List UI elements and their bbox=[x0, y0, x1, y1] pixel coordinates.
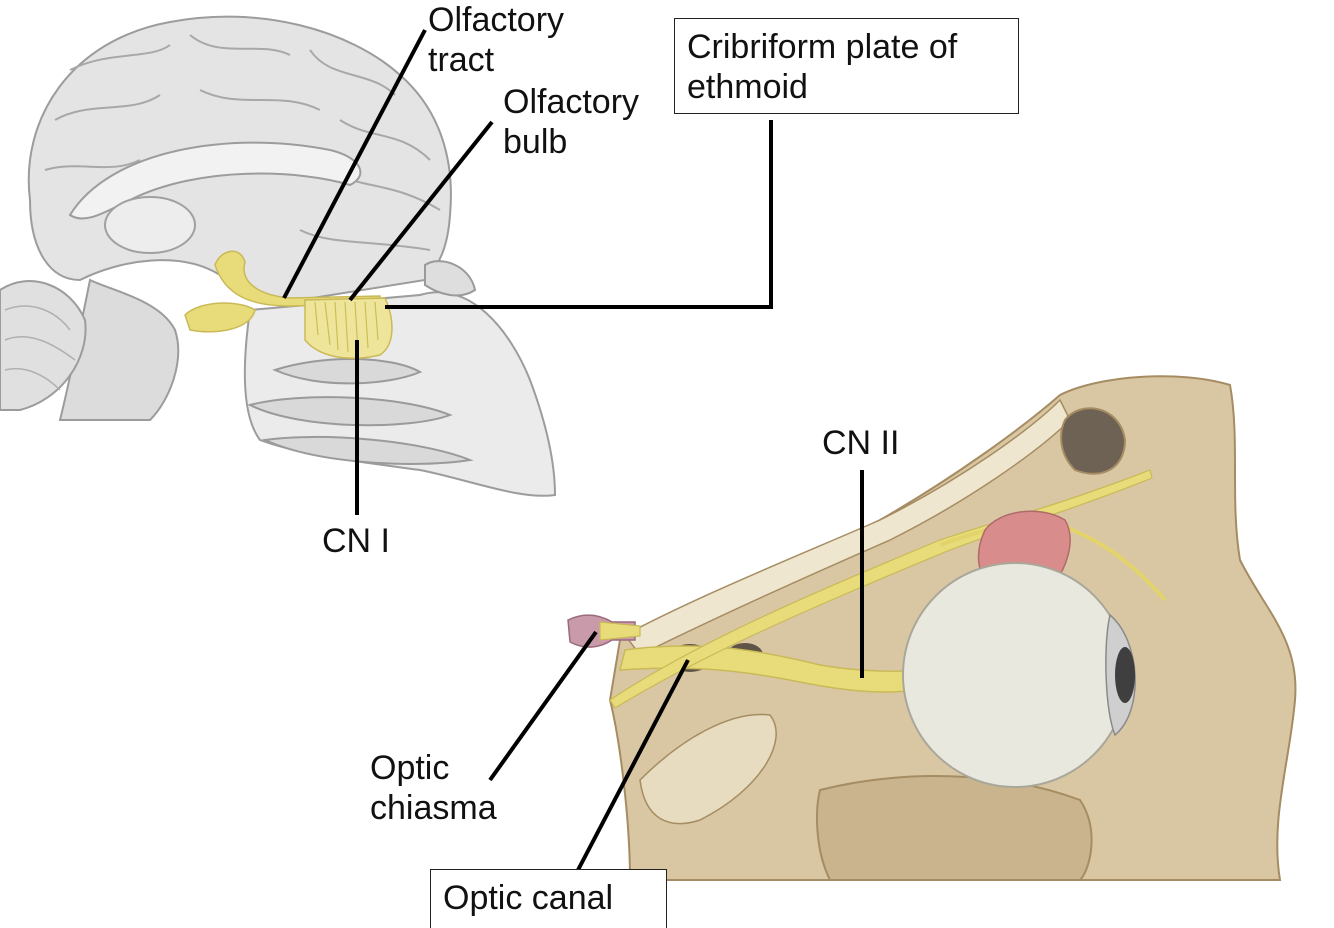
label-cn-ii: CN II bbox=[822, 423, 899, 463]
label-optic-chiasma: Optic chiasma bbox=[370, 748, 497, 828]
label-optic-chiasma-line1: Optic bbox=[370, 749, 450, 787]
label-olfactory-tract: Olfactory tract bbox=[428, 0, 564, 80]
label-optic-canal: Optic canal bbox=[430, 869, 667, 928]
olfactory-bulb-fibers bbox=[304, 297, 393, 359]
leader-cribriform-plate bbox=[385, 120, 773, 309]
label-olfactory-tract-line2: tract bbox=[428, 41, 495, 79]
sphenoid-sinus bbox=[639, 713, 777, 825]
eyeball bbox=[902, 562, 1128, 788]
label-olfactory-bulb: Olfactory bulb bbox=[503, 82, 639, 162]
maxillary-sinus bbox=[816, 775, 1093, 881]
leader-optic-chiasma bbox=[488, 630, 598, 782]
thalamus bbox=[104, 196, 196, 254]
leader-olfactory-tract bbox=[282, 29, 427, 299]
frontal-sinus bbox=[1060, 407, 1127, 475]
label-olfactory-bulb-line1: Olfactory bbox=[503, 83, 640, 121]
frontal-nerve bbox=[609, 469, 1153, 709]
cerebellum bbox=[0, 280, 87, 411]
orbit-sagittal-section bbox=[567, 375, 1297, 881]
label-cn-i: CN I bbox=[322, 521, 390, 561]
leader-olfactory-bulb bbox=[348, 120, 494, 302]
label-optic-canal-text: Optic canal bbox=[443, 879, 614, 917]
olfactory-tract-structure bbox=[214, 250, 381, 307]
pupil bbox=[1115, 647, 1135, 703]
label-cn-ii-text: CN II bbox=[822, 424, 900, 462]
label-cribriform-line1: Cribriform plate of bbox=[687, 28, 958, 66]
nasal-cavity-wall bbox=[243, 291, 557, 497]
brain-sagittal-section bbox=[0, 15, 557, 497]
label-optic-chiasma-line2: chiasma bbox=[370, 789, 497, 827]
label-cribriform-plate: Cribriform plate of ethmoid bbox=[674, 18, 1019, 114]
optic-region-structure bbox=[184, 302, 256, 333]
leader-optic-canal bbox=[576, 659, 690, 871]
label-olfactory-tract-line1: Olfactory bbox=[428, 1, 565, 39]
label-cribriform-line2: ethmoid bbox=[687, 68, 808, 106]
label-olfactory-bulb-line2: bulb bbox=[503, 123, 568, 161]
label-cn-i-text: CN I bbox=[322, 522, 390, 560]
leader-lines bbox=[282, 29, 864, 871]
nasal-conchae bbox=[247, 358, 474, 465]
